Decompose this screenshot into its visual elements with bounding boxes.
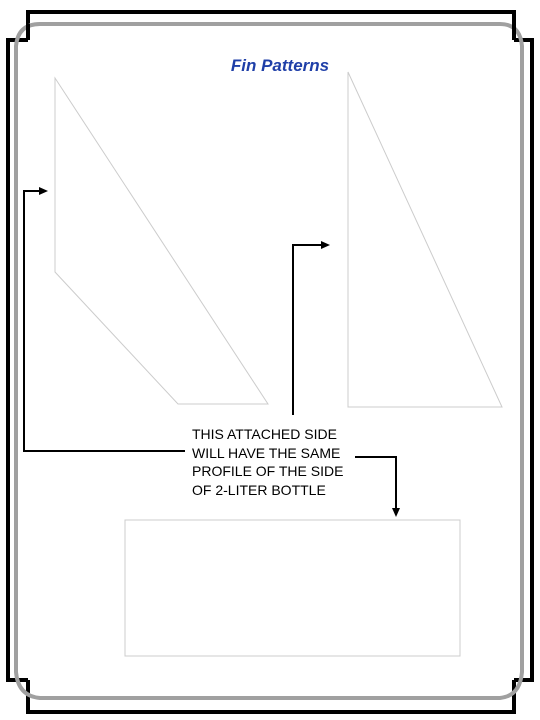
blank-pattern-box xyxy=(124,519,461,657)
arrowhead-right-icon xyxy=(321,241,330,249)
arrow-to-box xyxy=(355,456,397,510)
arrow-to-right-fin xyxy=(292,244,322,415)
frame-inner-border xyxy=(14,22,524,700)
attached-side-note: THIS ATTACHED SIDE WILL HAVE THE SAME PR… xyxy=(192,425,382,499)
note-line: WILL HAVE THE SAME xyxy=(192,444,341,461)
arrowhead-down-icon xyxy=(392,508,400,517)
arrowhead-left-icon xyxy=(39,187,48,195)
note-line: THIS ATTACHED SIDE xyxy=(192,426,337,442)
fin-pattern-right xyxy=(347,71,503,408)
note-line: OF 2-LITER BOTTLE xyxy=(192,481,326,498)
fin-pattern-left xyxy=(54,76,269,405)
frame-border xyxy=(6,10,534,714)
note-line: PROFILE OF THE SIDE xyxy=(192,463,344,479)
page-title: Fin Patterns xyxy=(230,56,330,75)
arrow-to-left-fin xyxy=(23,190,185,452)
